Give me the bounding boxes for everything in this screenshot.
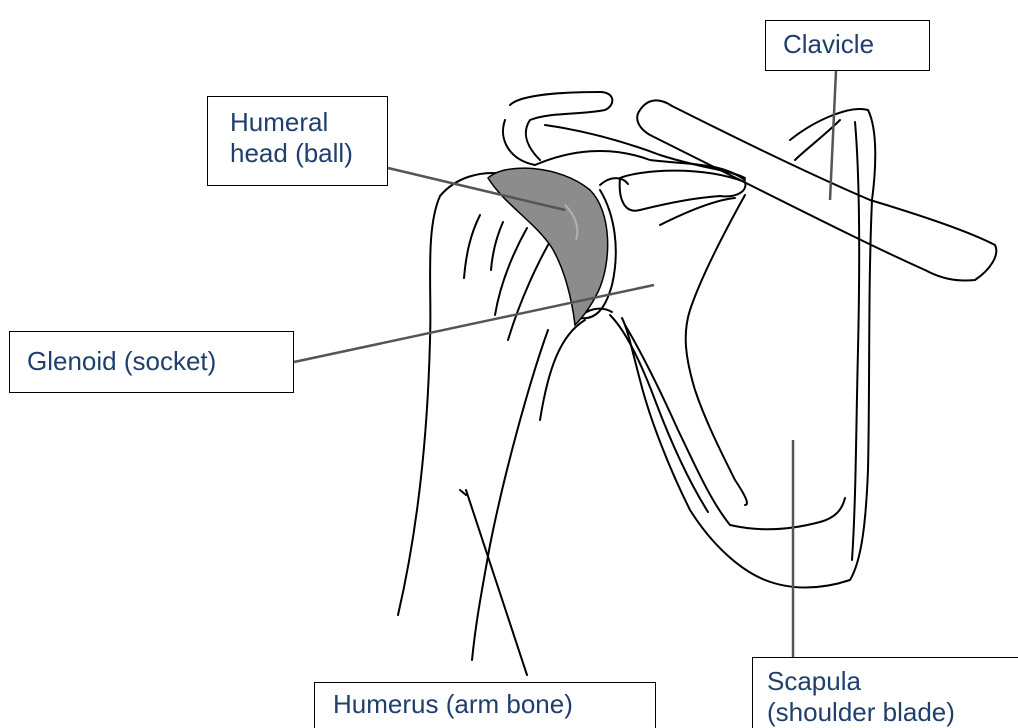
- scapula-medial-border: [852, 122, 859, 560]
- scapula-spine: [686, 195, 747, 505]
- humerus-sketch-1: [464, 215, 480, 278]
- scapula-label-line1: Scapula: [767, 666, 1018, 697]
- clavicle-label: Clavicle: [765, 20, 930, 71]
- humerus-sketch-3: [495, 228, 527, 315]
- humerus-inner-line: [472, 330, 548, 660]
- humerus-sketch-2: [491, 222, 503, 270]
- humerus-outline: [398, 196, 440, 615]
- humerus-label: Humerus (arm bone): [314, 682, 656, 728]
- glenoid-label-text: Glenoid (socket): [27, 346, 293, 377]
- coracoid-process: [620, 171, 746, 211]
- scapula-lateral-border: [625, 325, 845, 529]
- leader-clavicle: [830, 71, 836, 200]
- humeral-head-label-line2: head (ball): [230, 138, 387, 169]
- humeral-head-label-line1: Humeral: [230, 107, 387, 138]
- clavicle-label-text: Clavicle: [783, 29, 929, 60]
- acromion-outline: [510, 92, 612, 160]
- clavicle-outline: [637, 100, 996, 280]
- leader-glenoid: [294, 285, 654, 362]
- coracoid-hook: [600, 178, 628, 185]
- scapula-glenoid-neck: [610, 315, 708, 512]
- humerus-label-text: Humerus (arm bone): [333, 689, 655, 720]
- coracoid-upper: [545, 125, 745, 178]
- scapula-outer: [622, 109, 875, 587]
- scapula-label-line2: (shoulder blade): [767, 697, 1018, 728]
- scapula-label: Scapula (shoulder blade): [752, 657, 1018, 728]
- humeral-head-label: Humeral head (ball): [207, 96, 388, 186]
- humerus-cross-line-b: [460, 490, 466, 495]
- glenoid-label: Glenoid (socket): [9, 331, 294, 393]
